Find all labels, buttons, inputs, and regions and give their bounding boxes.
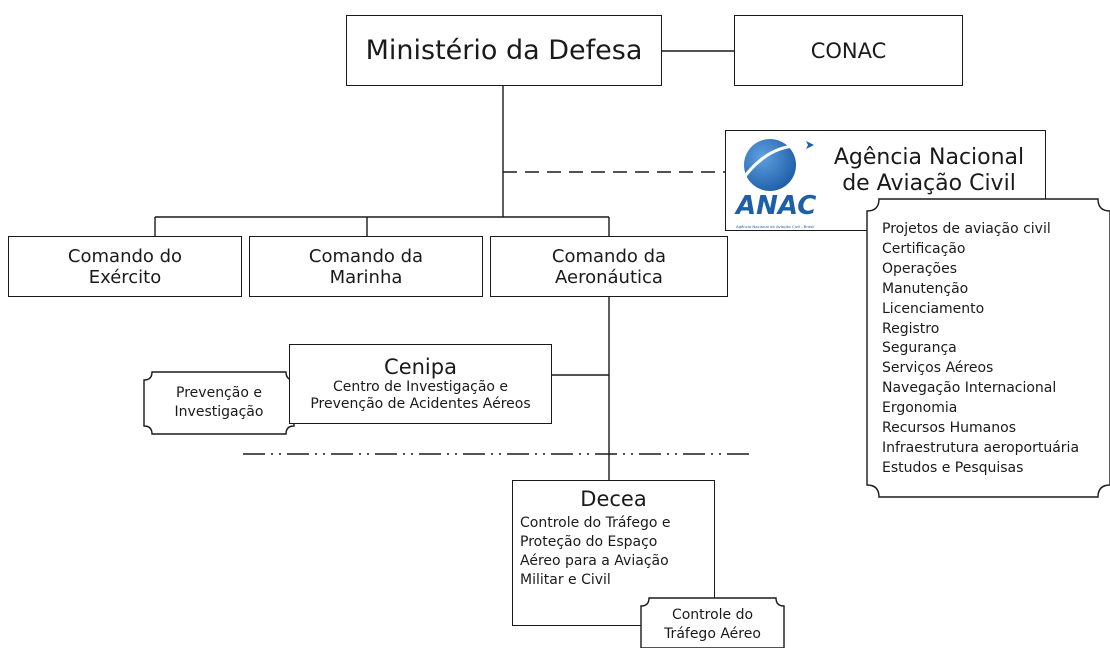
prevencao-tag: Prevenção e Investigação	[143, 371, 295, 435]
ministerio-label: Ministério da Defesa	[365, 35, 643, 66]
ministerio-defesa-box: Ministério da Defesa	[346, 15, 662, 86]
anac-function-item: Ergonomia	[882, 400, 958, 417]
cenipa-line2: Prevenção de Acidentes Aéreos	[310, 396, 531, 412]
decea-line: Aéreo para a Aviação	[520, 553, 669, 569]
exercito-line2: Exército	[88, 266, 162, 288]
prevencao-line1: Prevenção e	[176, 385, 262, 401]
anac-logo-text: ANAC	[736, 191, 817, 221]
anac-function-item: Registro	[882, 320, 940, 337]
cenipa-title: Cenipa	[384, 355, 457, 379]
cenipa-box: Cenipa Centro de Investigação e Prevençã…	[289, 344, 552, 424]
decea-description: Controle do Tráfego e Proteção do Espaço…	[520, 514, 714, 590]
anac-function-item: Navegação Internacional	[882, 380, 1057, 397]
tag-frame	[866, 198, 1110, 498]
marinha-line2: Marinha	[329, 266, 403, 288]
anac-name-line1: Agência Nacional	[833, 145, 1025, 170]
anac-logo: ANAC Agência Nacional de Aviação Civil -…	[730, 135, 817, 229]
anac-functions-tag: Projetos de aviação civil Certificação O…	[866, 198, 1110, 498]
decea-line: Militar e Civil	[520, 572, 611, 588]
controle-line1: Controle do	[671, 607, 754, 623]
anac-function-item: Recursos Humanos	[882, 420, 1016, 437]
anac-name-line2: de Aviação Civil	[842, 171, 1016, 196]
aeronautica-line1: Comando da	[551, 245, 667, 267]
aeronautica-line2: Aeronáutica	[555, 266, 663, 288]
controle-line2: Tráfego Aéreo	[664, 626, 761, 642]
anac-globe-icon	[738, 139, 814, 191]
comando-aeronautica-box: Comando da Aeronáutica	[490, 236, 728, 297]
decea-title: Decea	[580, 487, 647, 511]
anac-functions-list: Projetos de aviação civil Certificação O…	[882, 220, 1110, 479]
anac-function-item: Estudos e Pesquisas	[882, 459, 1024, 476]
anac-function-item: Licenciamento	[882, 300, 985, 317]
decea-line: Proteção do Espaço	[520, 534, 658, 550]
prevencao-line2: Investigação	[174, 404, 264, 420]
anac-function-item: Infraestrutura aeroportuária	[882, 439, 1080, 456]
anac-function-item: Serviços Aéreos	[882, 360, 994, 377]
conac-box: CONAC	[734, 15, 963, 86]
anac-name: Agência Nacional de Aviação Civil	[818, 145, 1040, 197]
comando-marinha-box: Comando da Marinha	[249, 236, 483, 297]
anac-function-item: Segurança	[882, 340, 957, 357]
controle-trafego-tag: Controle do Tráfego Aéreo	[640, 597, 785, 648]
tag-frame	[640, 597, 785, 648]
anac-function-item: Projetos de aviação civil	[882, 221, 1051, 237]
conac-label: CONAC	[810, 38, 887, 63]
cenipa-line1: Centro de Investigação e	[332, 379, 509, 395]
decea-line: Controle do Tráfego e	[520, 515, 671, 531]
anac-function-item: Operações	[882, 260, 958, 277]
anac-logo-subtext: Agência Nacional de Aviação Civil - Bras…	[736, 224, 815, 229]
comando-exercito-box: Comando do Exército	[8, 236, 242, 297]
marinha-line1: Comando da	[308, 245, 424, 267]
anac-function-item: Certificação	[882, 240, 966, 257]
exercito-line1: Comando do	[67, 245, 183, 267]
anac-function-item: Manutenção	[882, 280, 969, 297]
